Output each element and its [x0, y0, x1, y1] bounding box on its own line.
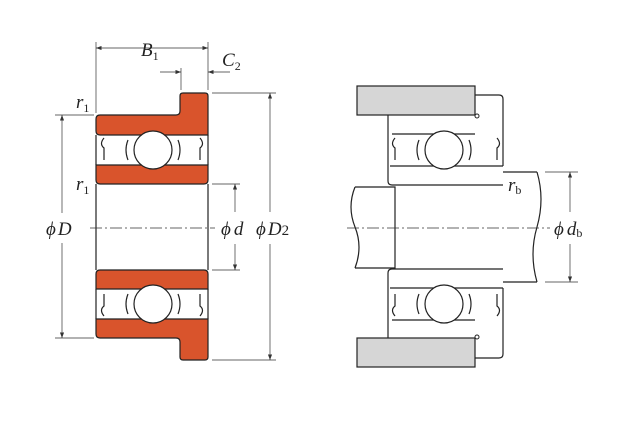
inner-ring-lines — [390, 165, 503, 289]
ball-bottom — [133, 284, 173, 324]
label-b1: B1 — [141, 40, 159, 63]
shaft-break-left — [350, 186, 360, 269]
bearing-outline — [387, 115, 503, 338]
cage-mounted — [416, 139, 472, 315]
corner-point-bottom — [474, 334, 480, 340]
label-c2: C2 — [222, 50, 241, 73]
label-rb: rb — [508, 175, 521, 197]
shaft-break-right — [532, 171, 542, 283]
shield-top — [100, 137, 204, 160]
shield-bottom — [100, 294, 204, 317]
housing-bottom — [356, 337, 476, 368]
shaft-right — [503, 171, 537, 283]
ball-bottom-mounted — [424, 284, 464, 324]
inner-ring-top — [95, 164, 209, 185]
ball-top-mounted — [424, 130, 464, 170]
housing-top — [356, 85, 476, 116]
cage — [125, 139, 181, 315]
shields — [391, 137, 501, 317]
flange-outline — [475, 94, 504, 359]
shaft-left — [355, 186, 396, 269]
label-r1-top: r1 — [76, 92, 89, 115]
outer-ring-top — [95, 92, 209, 136]
outer-ring-bottom — [95, 318, 209, 361]
corner-point-top — [474, 113, 480, 119]
label-r1-mid: r1 — [76, 174, 89, 197]
ball-top — [133, 130, 173, 170]
